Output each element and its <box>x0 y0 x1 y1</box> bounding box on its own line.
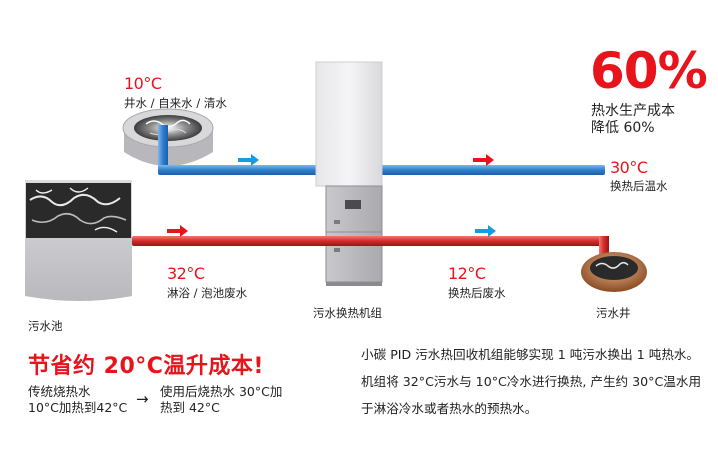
before-line-2: 10°C加热到42°C <box>28 400 128 415</box>
flow-arrow-icon <box>473 154 494 166</box>
wastewater-pipe <box>132 236 609 266</box>
heat-exchanger-unit <box>315 61 383 286</box>
wastewater-out-label: 换热后废水 <box>448 286 506 300</box>
savings-line-2: 降低 60% <box>591 120 655 136</box>
savings-percent: 60% <box>590 42 708 100</box>
flow-arrow-icon <box>238 154 259 166</box>
inlet-label: 井水 / 自来水 / 清水 <box>124 96 227 110</box>
wastewater-in-label: 淋浴 / 泡池废水 <box>167 286 248 300</box>
flow-arrow-icon <box>475 225 496 237</box>
unit-label: 污水换热机组 <box>313 306 382 320</box>
flow-arrow-icon <box>167 225 188 237</box>
drain-well <box>581 252 647 292</box>
after-line-1: 使用后烧热水 30°C加 <box>160 384 283 399</box>
description: 小碳 PID 污水热回收机组能够实现 1 吨污水换出 1 吨热水。机组将 32°… <box>361 347 702 416</box>
well-label: 污水井 <box>596 306 631 320</box>
headline: 节省约 20°C温升成本! <box>28 354 264 379</box>
after-line-2: 热到 42°C <box>160 400 220 415</box>
inlet-temperature: 10°C <box>124 74 162 93</box>
comparison-arrow-icon: → <box>136 390 149 408</box>
outlet-temperature: 30°C <box>610 158 648 177</box>
waste-pool <box>25 180 132 301</box>
outlet-label: 换热后温水 <box>610 179 668 193</box>
before-line-1: 传统烧热水 <box>28 384 91 399</box>
wastewater-in-temperature: 32°C <box>167 264 205 283</box>
wastewater-out-temperature: 12°C <box>448 264 486 283</box>
pool-label: 污水池 <box>28 319 63 333</box>
savings-line-1: 热水生产成本 <box>591 103 675 119</box>
